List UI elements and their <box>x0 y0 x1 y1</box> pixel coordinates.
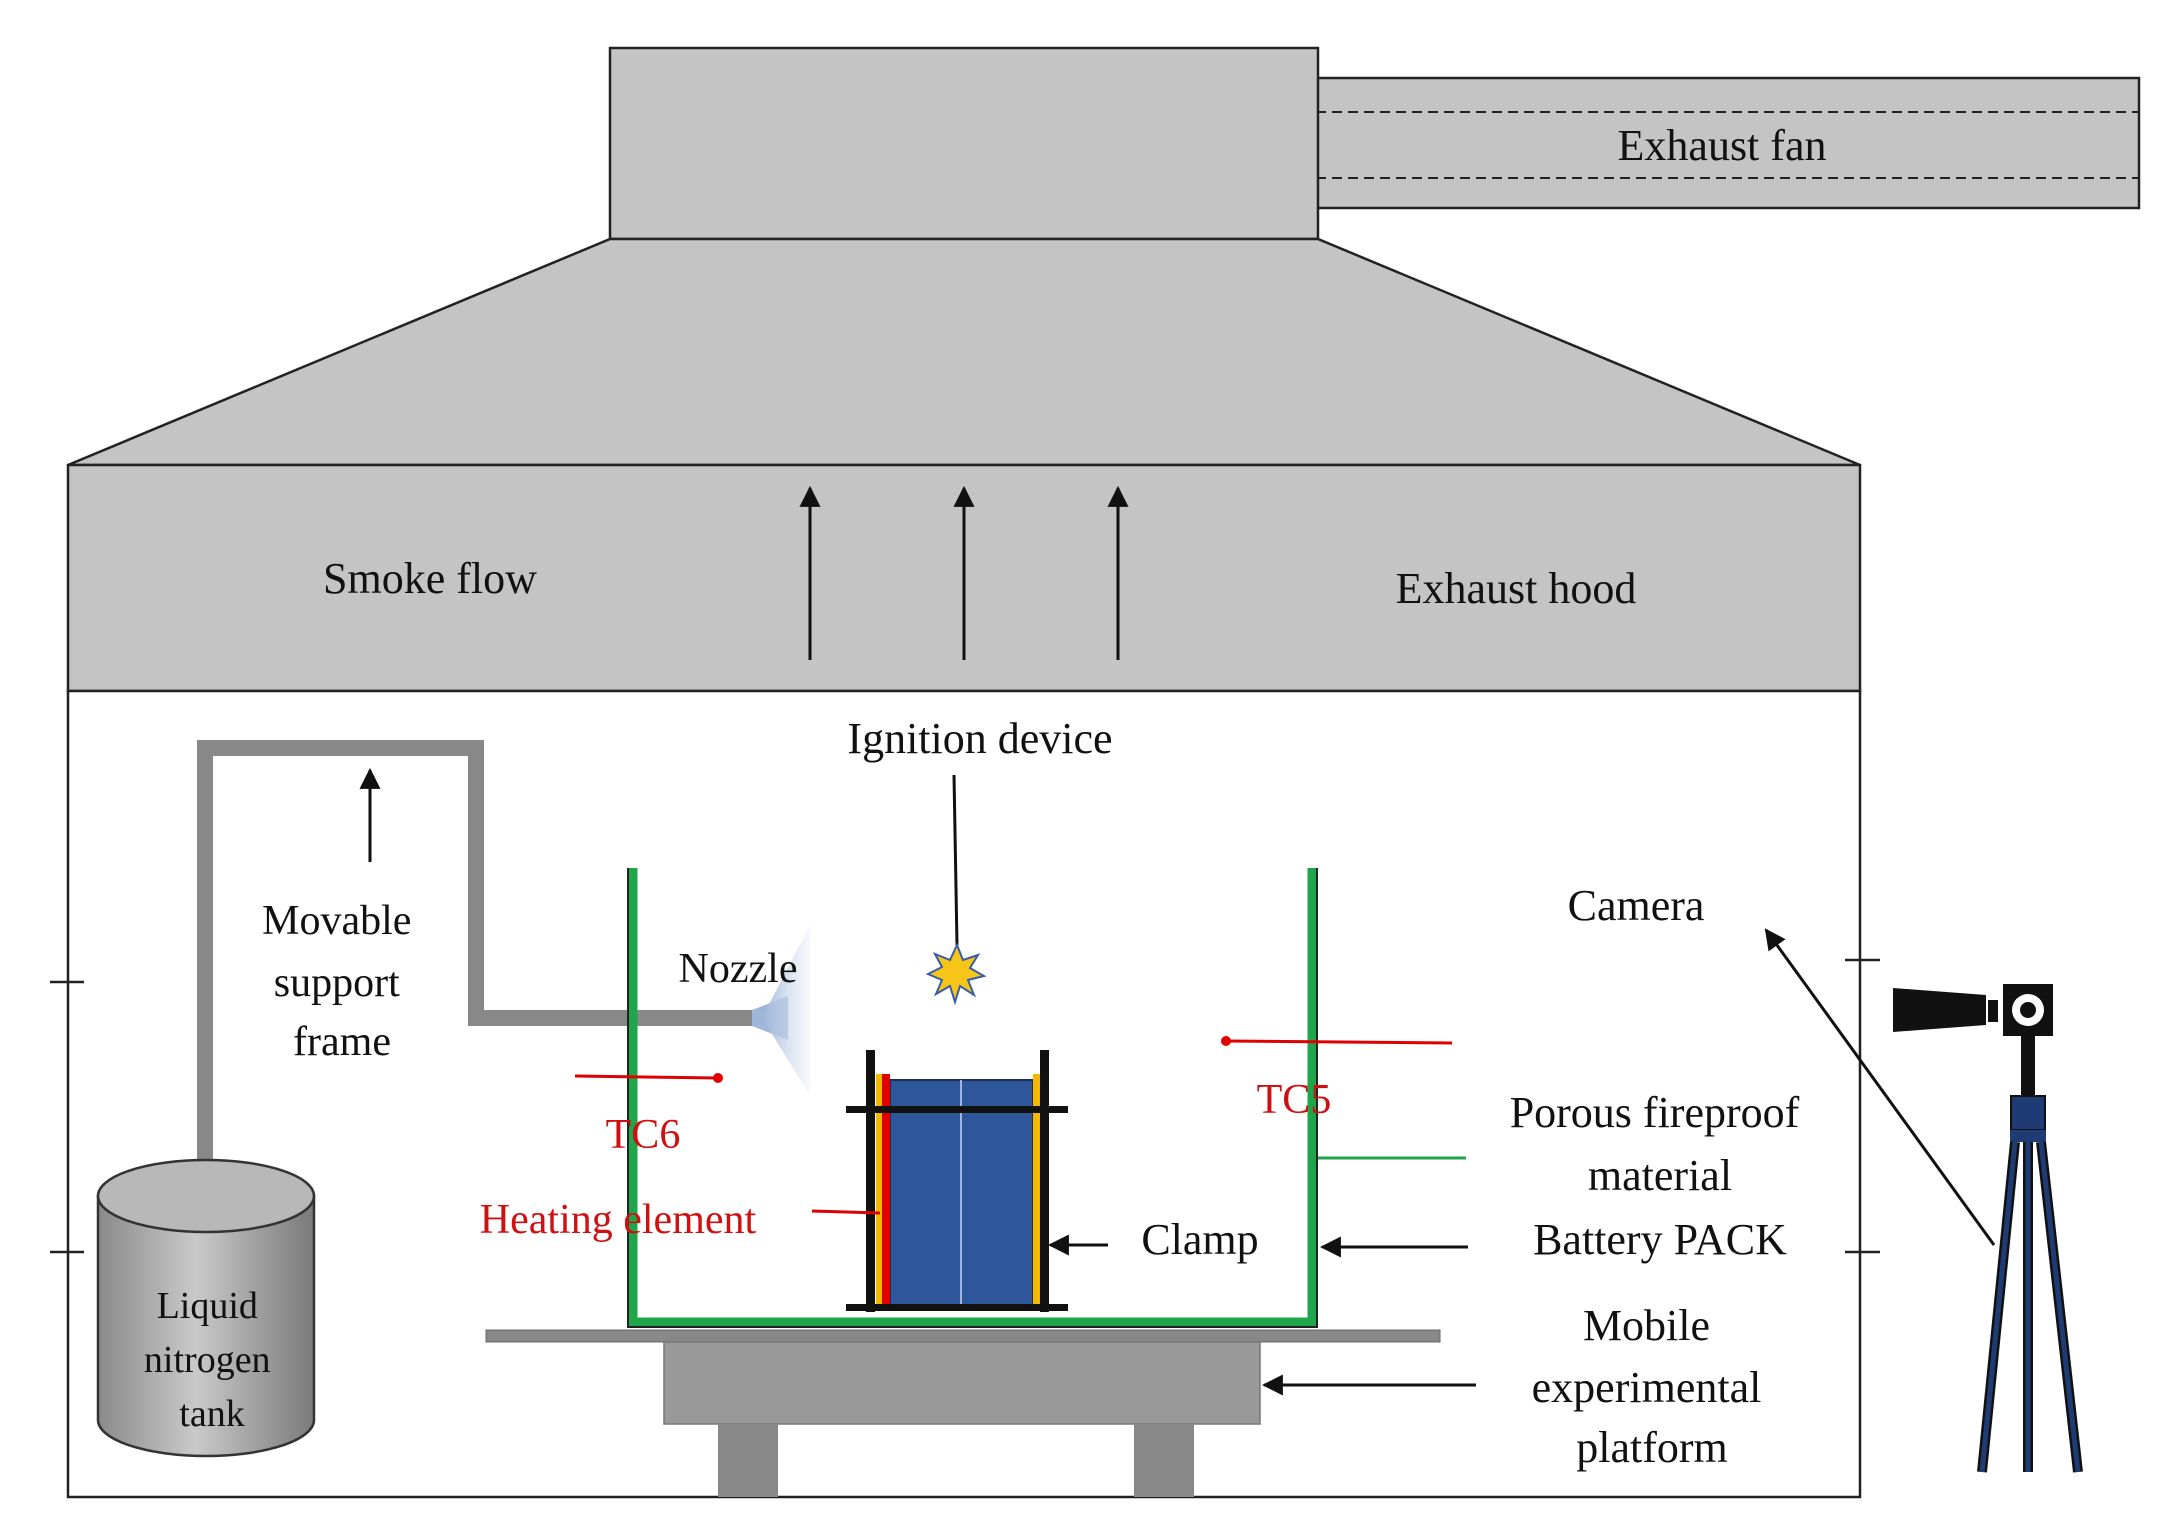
porous-fireproof-enclosure <box>628 868 1317 1327</box>
ignition-device-label: Ignition device <box>847 714 1112 763</box>
nozzle-label: Nozzle <box>679 946 798 992</box>
ignition-spark-icon <box>925 942 987 1006</box>
battery-pack-assembly <box>846 1050 1068 1312</box>
hood-upper-box <box>608 46 1320 241</box>
clamp-rod-top <box>846 1106 1068 1113</box>
liquid-nitrogen-tank-line-2: nitrogen <box>144 1339 271 1381</box>
mobile-platform-line-1: Mobile <box>1583 1301 1710 1350</box>
mobile-platform-line-3: platform <box>1576 1423 1728 1472</box>
mobile-platform-line-2: experimental <box>1532 1363 1762 1412</box>
clamp-label: Clamp <box>1141 1215 1258 1264</box>
hood-trapezoid <box>67 237 1861 467</box>
tc5-label: TC5 <box>1257 1077 1332 1123</box>
mobile-experimental-platform-label: Mobile experimental platform <box>1532 1301 1773 1472</box>
clamp-bar-right <box>1040 1050 1049 1312</box>
liquid-nitrogen-tank-line-3: tank <box>179 1393 244 1435</box>
heating-element-label: Heating element <box>480 1197 757 1243</box>
tripod-icon <box>1977 1036 2083 1473</box>
smoke-flow-label: Smoke flow <box>323 554 537 603</box>
liquid-nitrogen-tank-label: Liquid nitrogen tank <box>144 1285 280 1435</box>
mobile-experimental-platform <box>485 1329 1441 1497</box>
camera-label: Camera <box>1568 881 1705 930</box>
thermocouple-tc5 <box>1221 1036 1453 1046</box>
thermocouple-tc6 <box>574 1073 723 1083</box>
porous-fireproof-material-label: Porous fireproof material <box>1510 1088 1811 1200</box>
movable-support-frame-pipe <box>197 740 752 1175</box>
movable-support-frame-line-2: support <box>274 960 400 1006</box>
smoke-flow-arrows <box>799 485 1129 660</box>
liquid-nitrogen-tank-line-1: Liquid <box>157 1285 258 1327</box>
heater-yellow-strip <box>876 1074 882 1310</box>
heating-element <box>882 1074 890 1310</box>
liquid-nitrogen-tank <box>96 1158 316 1458</box>
exhaust-fan-duct <box>1314 76 2141 210</box>
chamber-side-ticks <box>50 958 1880 1254</box>
camera-icon <box>1893 984 2053 1036</box>
clamp-bar-left <box>866 1050 875 1312</box>
heater-yellow-strip-right <box>1033 1074 1040 1310</box>
battery-pack-label: Battery PACK <box>1533 1215 1787 1264</box>
heating-element-pointer <box>811 1209 881 1215</box>
porous-fireproof-line-2: material <box>1588 1151 1732 1200</box>
clamp-rod-bottom <box>846 1304 1068 1311</box>
enclosure-outline <box>627 868 1318 1328</box>
movable-support-frame-label: Movable support frame <box>262 898 422 1065</box>
nozzle <box>752 925 810 1095</box>
camera-arrow <box>1764 928 1996 1246</box>
movable-support-frame-line-3: frame <box>293 1019 391 1065</box>
porous-fireproof-line-1: Porous fireproof <box>1510 1088 1800 1137</box>
ignition-device-pointer <box>952 774 959 946</box>
exhaust-hood-label: Exhaust hood <box>1396 564 1637 613</box>
movable-support-frame-line-1: Movable <box>262 898 411 944</box>
tc6-label: TC6 <box>606 1112 681 1158</box>
exhaust-fan-label: Exhaust fan <box>1618 121 1827 170</box>
